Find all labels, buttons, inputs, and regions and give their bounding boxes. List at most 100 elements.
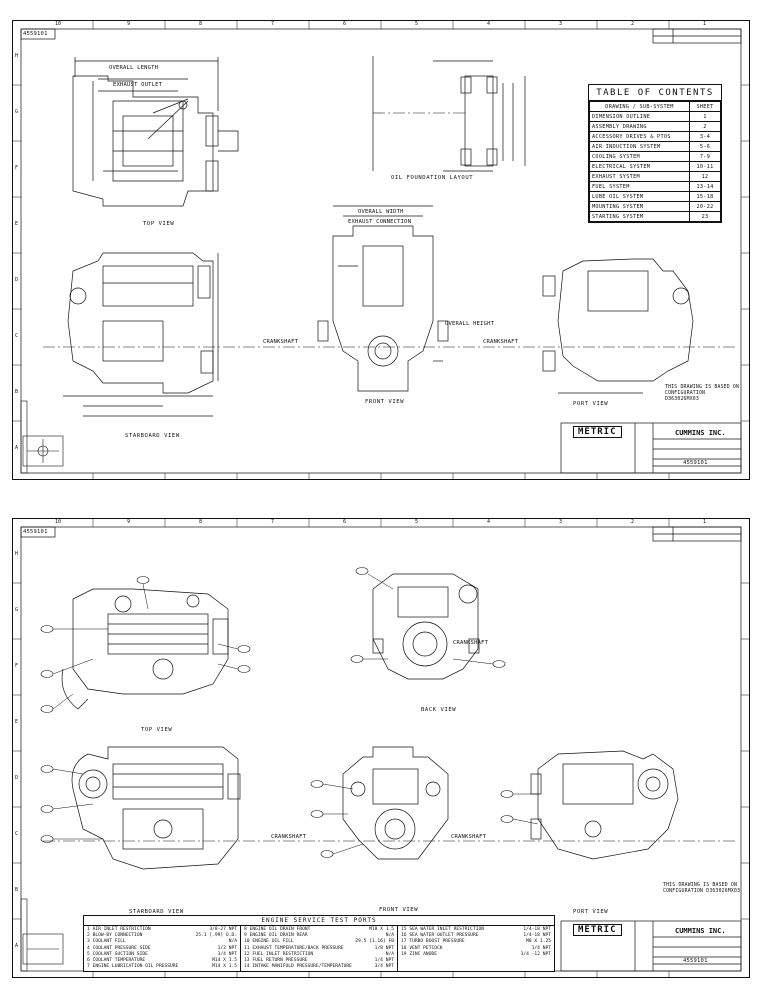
zone-letter-e: E xyxy=(15,221,19,227)
sheet2-drawing xyxy=(13,519,749,977)
zone-letter-c: C xyxy=(15,831,19,837)
port-name: 1 AIR INLET RESTRICTION xyxy=(87,927,151,932)
toc-row-sheet: 12 xyxy=(689,171,721,182)
port-value: N/A xyxy=(385,951,394,957)
port-name: 17 TURBO BOOST PRESSURE xyxy=(401,939,465,945)
dimension-outline-sheet: 10 9 8 7 6 5 4 3 2 1 H G F E D C B A 455… xyxy=(12,20,750,480)
ports-column-2: 8 ENGINE OIL DRAIN FRONT M18 X 1.5 9 ENGI… xyxy=(241,926,398,972)
port-view-label: PORT VIEW xyxy=(573,909,609,915)
port-row: 8 ENGINE OIL DRAIN FRONT M18 X 1.5 xyxy=(244,927,394,933)
toc-row-name: ASSEMBLY DRAWING xyxy=(589,121,690,132)
port-value: 3/4 NPT xyxy=(217,951,237,957)
zone-letter-c: C xyxy=(15,333,19,339)
port-name: 7 ENGINE LUBRICATION OIL PRESSURE xyxy=(87,964,179,970)
zone-label-6: 6 xyxy=(343,21,347,27)
zone-label-1: 1 xyxy=(703,21,707,27)
starboard-view-label: STARBOARD VIEW xyxy=(129,909,184,915)
port-name: 18 VENT PETCOCK xyxy=(401,945,443,951)
port-name: 10 ENGINE OIL FILL xyxy=(244,939,294,945)
zone-letter-b: B xyxy=(15,887,19,893)
zone-label-5: 5 xyxy=(415,519,419,525)
configuration-note: THIS DRAWING IS BASED ON CONFIGURATION D… xyxy=(665,385,740,402)
zone-label-9: 9 xyxy=(127,519,131,525)
part-number: 4559101 xyxy=(683,460,708,466)
configuration-note: THIS DRAWING IS BASED ON CONFIGURATION D… xyxy=(663,883,741,894)
exhaust-outlet-label: EXHAUST OUTLET xyxy=(113,82,163,88)
port-value: 1/4 NPT xyxy=(531,945,551,951)
zone-letter-h: H xyxy=(15,53,19,59)
top-view-label: TOP VIEW xyxy=(141,727,173,733)
crankshaft-label-right: CRANKSHAFT xyxy=(483,339,519,345)
zone-letter-e: E xyxy=(15,719,19,725)
metric-stamp: METRIC xyxy=(573,924,622,936)
crankshaft-label-back: CRANKSHAFT xyxy=(453,640,489,646)
toc-header-right: SHEET xyxy=(689,101,721,112)
company-name: CUMMINS INC. xyxy=(675,429,726,437)
zone-label-4: 4 xyxy=(487,519,491,525)
zone-letter-g: G xyxy=(15,607,19,613)
toc-row-sheet: 3-4 xyxy=(689,131,721,142)
sheet1-drawing xyxy=(13,21,749,479)
port-value: 1/2 NPT xyxy=(217,945,237,951)
zone-label-10: 10 xyxy=(55,21,62,27)
port-name: 8 ENGINE OIL DRAIN FRONT xyxy=(244,927,311,932)
zone-label-4: 4 xyxy=(487,21,491,27)
toc-title: TABLE OF CONTENTS xyxy=(589,85,721,101)
metric-stamp: METRIC xyxy=(573,426,622,438)
port-value: M18 X 1.5 xyxy=(369,927,394,932)
overall-width-label: OVERALL WIDTH xyxy=(358,209,404,215)
toc-header-left: DRAWING / SUB-SYSTEM xyxy=(589,101,690,112)
port-name: 9 ENGINE OIL DRAIN REAR xyxy=(244,933,308,939)
zone-letter-b: B xyxy=(15,389,19,395)
zone-letter-f: F xyxy=(15,663,19,669)
crankshaft-label-left: CRANKSHAFT xyxy=(263,339,299,345)
port-name: 14 INTAKE MANIFOLD PRESSURE/TEMPERATURE xyxy=(244,964,352,970)
zone-letter-d: D xyxy=(15,277,19,283)
overall-height-label: OVERALL HEIGHT xyxy=(445,321,495,327)
port-value: 1/4-18 NPT xyxy=(523,933,551,939)
zone-letter-f: F xyxy=(15,165,19,171)
zone-label-9: 9 xyxy=(127,21,131,27)
top-view-label: TOP VIEW xyxy=(143,221,175,227)
front-view-label: FRONT VIEW xyxy=(379,907,419,913)
port-name: 11 EXHAUST TEMPERATURE/BACK PRESSURE xyxy=(244,945,344,951)
zone-label-2: 2 xyxy=(631,519,635,525)
port-value: N/A xyxy=(385,933,394,939)
port-value: 1/4-18 NPT xyxy=(523,927,551,932)
zone-letter-h: H xyxy=(15,551,19,557)
port-name: 13 FUEL RETURN PRESSURE xyxy=(244,958,308,964)
zone-label-3: 3 xyxy=(559,519,563,525)
company-name: CUMMINS INC. xyxy=(675,927,726,935)
part-number: 4559101 xyxy=(683,958,708,964)
toc-row-sheet: 13-14 xyxy=(689,181,721,192)
toc-row-sheet: 10-11 xyxy=(689,161,721,172)
assembly-drawing-sheet: 10 9 8 7 6 5 4 3 2 1 H G F E D C B A 455… xyxy=(12,518,750,978)
zone-label-5: 5 xyxy=(415,21,419,27)
toc-row-name: EXHAUST SYSTEM xyxy=(589,171,690,182)
toc-row-sheet: 5-6 xyxy=(689,141,721,152)
crankshaft-label-right: CRANKSHAFT xyxy=(451,834,487,840)
toc-row-sheet: 20-22 xyxy=(689,201,721,212)
zone-label-7: 7 xyxy=(271,21,275,27)
zone-label-1: 1 xyxy=(703,519,707,525)
zone-label-6: 6 xyxy=(343,519,347,525)
port-row: 9 ENGINE OIL DRAIN REAR N/A xyxy=(244,933,394,939)
port-value: N/A xyxy=(228,939,237,945)
port-name: 19 ZINC ANODE xyxy=(401,951,437,957)
